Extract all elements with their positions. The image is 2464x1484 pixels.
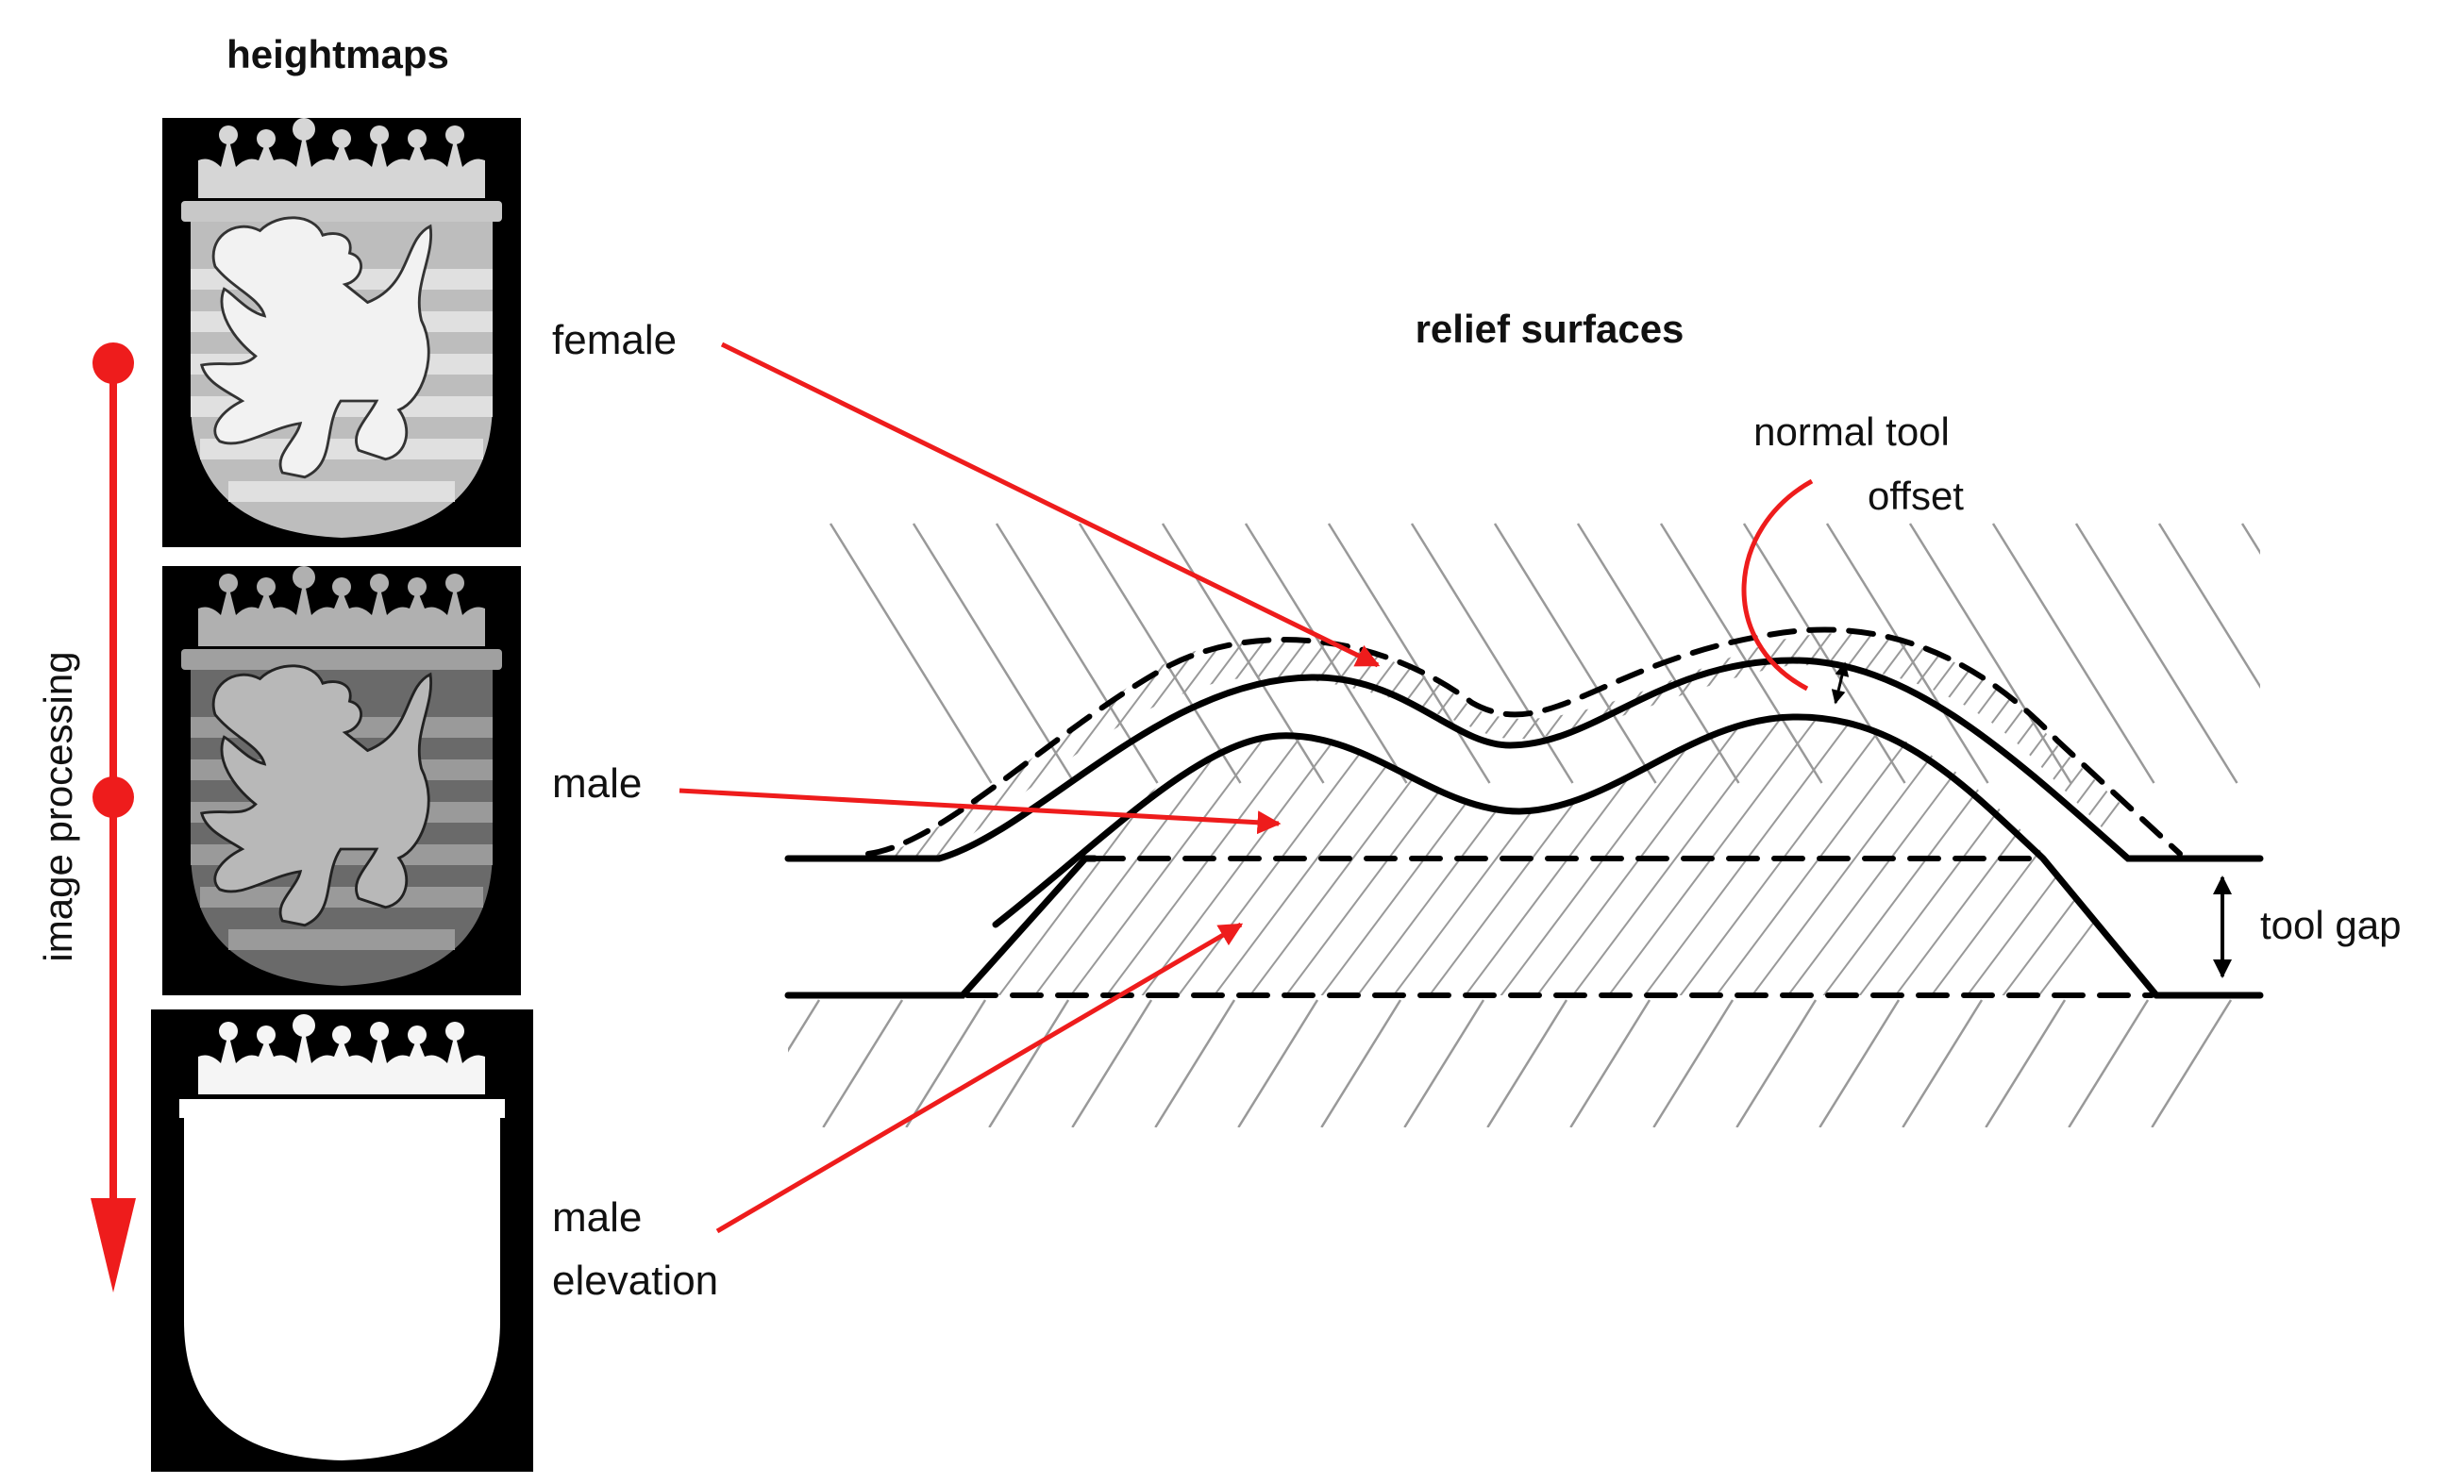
hatch-line [2072, 633, 2180, 859]
hatch-line [889, 633, 1079, 859]
hatch-line [1991, 523, 2155, 784]
male-pointer-arrow [679, 788, 1282, 835]
heightmap-elevation [151, 1009, 533, 1472]
hatch-line [1574, 633, 1764, 859]
heightmap-light [162, 118, 521, 547]
hatch-line [1948, 633, 2137, 859]
hatch-line [1403, 999, 1485, 1127]
hatch-line [2157, 523, 2260, 689]
hatch-line [868, 633, 871, 859]
hatch-line [1742, 523, 1906, 784]
hatch-line [1825, 523, 1989, 784]
hatch-line [993, 633, 1182, 859]
hatch-line [1569, 999, 1651, 1127]
tool-offset-surface [865, 626, 2183, 857]
male-elevation-pointer-arrow [715, 922, 1244, 1234]
hatch-line [988, 999, 1070, 1127]
hatch-line [2074, 523, 2238, 784]
hatch-line [1636, 633, 1826, 859]
hatch-line [1244, 523, 1408, 784]
normal-offset-arrow [1831, 661, 1850, 705]
hatch-line [1493, 523, 1657, 784]
male-elevation-label-1: male [552, 1194, 642, 1241]
female-pointer-arrow [720, 342, 1381, 668]
hatch-line [1761, 633, 1951, 859]
hatch-line [868, 633, 975, 859]
hatch-line [1576, 523, 1740, 784]
hatch-line [1486, 999, 1568, 1127]
hatch-line [1568, 717, 1783, 995]
process-step-dot [92, 342, 134, 384]
male-label: male [552, 760, 642, 807]
image-processing-arrow [91, 342, 136, 1292]
hatch-line [822, 999, 904, 1127]
hatch-line [1985, 999, 2067, 1127]
hatch-line [1161, 523, 1325, 784]
hatch-line [1304, 633, 1494, 859]
hatch-line [662, 613, 849, 863]
hatch-line [2240, 523, 2260, 556]
normal-tool-offset-label-1: normal tool [1753, 409, 1950, 454]
hatch-line [1327, 523, 1491, 784]
lower-hatching [657, 999, 2233, 1127]
female-label: female [552, 317, 677, 363]
hatch-line [1819, 999, 1901, 1127]
hatch-line [1066, 717, 1281, 995]
hatch-line [905, 999, 987, 1127]
hatch-line [868, 633, 996, 859]
hatch-line [788, 999, 821, 1053]
hatch-line [868, 633, 913, 859]
hatch-line [1408, 633, 1598, 859]
hatch-line [1154, 999, 1236, 1127]
male-elevation-label-2: elevation [552, 1258, 718, 1304]
hatch-line [912, 523, 1076, 784]
hatch-line [1659, 523, 1823, 784]
normal-offset-pointer [1741, 478, 1814, 692]
hatch-line [868, 633, 933, 859]
hatch-line [1652, 999, 1735, 1127]
process-step-dot [92, 776, 134, 818]
relief-surfaces-title: relief surfaces [1416, 307, 1685, 351]
hatch-line [1237, 999, 1319, 1127]
hatch-line [829, 523, 993, 784]
hatch-line [1078, 523, 1242, 784]
hatch-line [1071, 999, 1153, 1127]
normal-tool-offset-label-2: offset [1868, 474, 1964, 518]
hatch-line [2010, 633, 2180, 859]
hatch-line [1429, 633, 1618, 859]
shield-icon [184, 1118, 500, 1460]
female-surface [784, 657, 2264, 862]
hatch-line [868, 633, 1016, 859]
upper-hatching [829, 523, 2260, 784]
hatch-line [1553, 633, 1743, 859]
male-surface [992, 713, 2160, 999]
hatch-line [868, 633, 892, 859]
image-processing-label: image processing [36, 651, 80, 961]
hatch-line [1320, 999, 1402, 1127]
hatch-line [1470, 633, 1660, 859]
tool-gap-label: tool gap [2260, 903, 2401, 947]
hatch-line [868, 633, 954, 859]
hatch-line [1014, 633, 1203, 859]
hatch-line [1908, 523, 2072, 784]
hatch-line [1657, 633, 1847, 859]
hatch-line [2068, 999, 2150, 1127]
heightmaps-title: heightmaps [226, 32, 449, 76]
hatch-line [657, 1000, 736, 1127]
hatch-line [1595, 633, 1785, 859]
hatch-line [1740, 633, 1930, 859]
hatch-line [1902, 999, 1984, 1127]
hatch-line [1969, 633, 2158, 859]
hatch-line [1748, 717, 1962, 995]
hatch-line [1076, 633, 1266, 859]
hatch-line [930, 633, 1120, 859]
heightmap-dark [162, 566, 521, 995]
hatch-line [2151, 999, 2233, 1127]
male-elevation-edge [784, 855, 1098, 999]
hatch-line [1735, 999, 1818, 1127]
relief-surfaces [784, 626, 2264, 999]
